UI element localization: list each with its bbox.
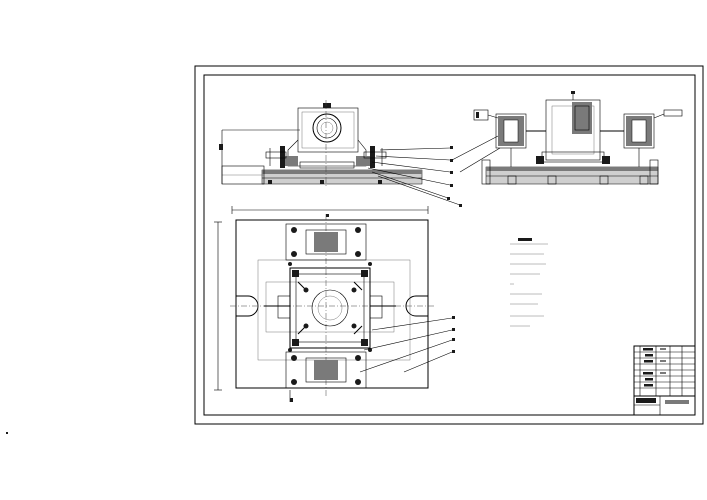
plan-base-plate bbox=[235, 219, 429, 389]
stray-mark bbox=[6, 432, 8, 434]
bearing-bore bbox=[312, 113, 342, 143]
clamp-bolt-left bbox=[280, 146, 285, 168]
right-actuator bbox=[600, 109, 683, 167]
top-clamp-block bbox=[285, 223, 367, 261]
top-plan-view bbox=[214, 206, 455, 402]
base-plate-hatch bbox=[262, 170, 422, 174]
clamp-bolt-right bbox=[370, 146, 375, 168]
center-bore bbox=[311, 289, 349, 327]
plan-leaders bbox=[359, 316, 455, 373]
sheet-inner-frame bbox=[203, 74, 696, 416]
workpiece-frame bbox=[264, 267, 396, 349]
front-leaders bbox=[367, 146, 462, 207]
housing-flange bbox=[287, 139, 367, 167]
side-section-view bbox=[451, 91, 683, 185]
bearing-housing bbox=[297, 107, 359, 153]
technical-notes bbox=[510, 238, 548, 327]
left-actuator bbox=[473, 109, 546, 167]
sheet-outer-border bbox=[194, 65, 704, 425]
title-block bbox=[633, 345, 696, 416]
front-section-view bbox=[219, 100, 462, 207]
